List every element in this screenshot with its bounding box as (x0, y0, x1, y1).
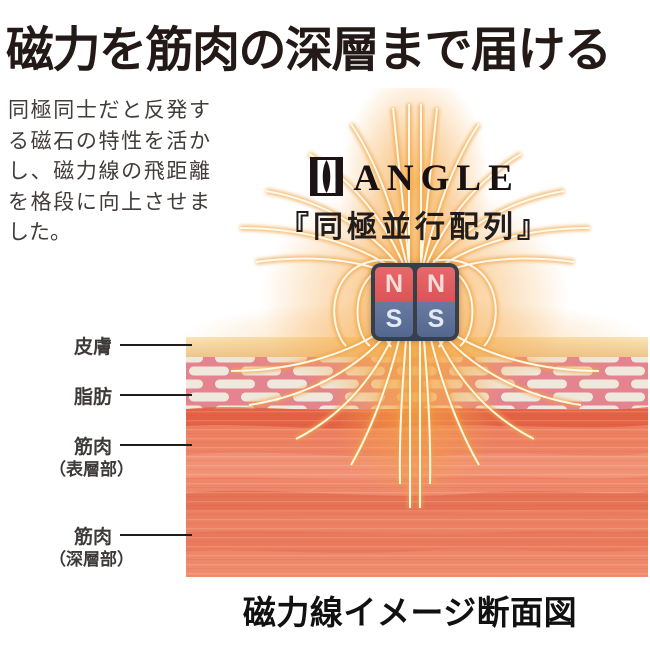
south-pole-label: S (417, 302, 455, 337)
arrangement-label: 『同極並行配列』 (279, 211, 551, 244)
magnet-pair: N S N S (371, 263, 459, 341)
north-pole-label: N (417, 267, 455, 302)
leader-line-fat (120, 394, 192, 396)
label-muscle-surface: 筋肉 (73, 437, 112, 458)
brand-logo: ANGLE (180, 156, 650, 197)
label-muscle-surface-sub: （表層部） (49, 460, 134, 479)
intro-text: 同極同士だと反発する磁石の特性を活かし、磁力線の飛距離を格段に向上させました。 (8, 99, 210, 244)
magnet-left: N S (375, 267, 413, 337)
angle-logo-icon (310, 157, 344, 196)
north-pole-label: N (375, 267, 413, 302)
brand-name: ANGLE (353, 158, 520, 199)
diagram-caption: 磁力線イメージ断面図 (242, 594, 578, 631)
label-muscle-deep-sub: （深層部） (49, 550, 134, 569)
magnet-right: N S (417, 267, 455, 337)
label-muscle-deep: 筋肉 (73, 527, 112, 548)
tissue-cross-section (186, 337, 648, 577)
leader-line-skin (120, 344, 192, 346)
leader-line-muscle-deep (120, 534, 192, 536)
label-skin: 皮膚 (73, 337, 112, 358)
south-pole-label: S (375, 302, 413, 337)
label-fat: 脂肪 (73, 387, 112, 408)
page-title: 磁力を筋肉の深層まで届ける (6, 24, 612, 77)
fat-layer (186, 357, 648, 409)
leader-line-muscle-surface (120, 444, 192, 446)
